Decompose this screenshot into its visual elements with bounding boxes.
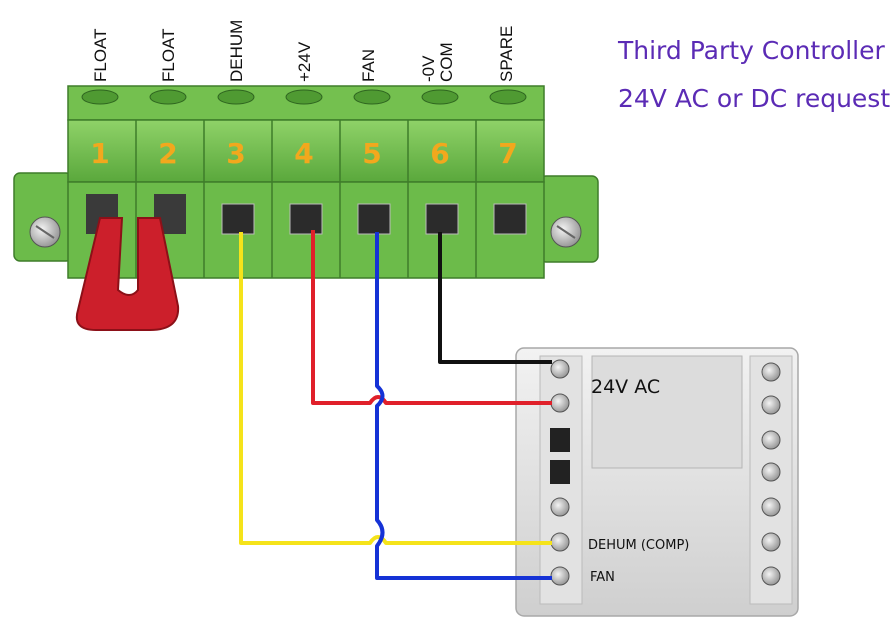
terminal-label-2: FLOAT [159, 28, 178, 82]
controller-label-area [591, 355, 743, 469]
screw-holes [81, 89, 527, 105]
terminal-label-5: FAN [359, 49, 378, 82]
terminal-label-3: DEHUM [227, 20, 246, 82]
terminal-number-2: 2 [158, 137, 177, 170]
wire-yellow-dehum [239, 232, 552, 545]
wire-black-com [438, 232, 552, 364]
controller-label-dehum: DEHUM (COMP) [588, 538, 689, 553]
controller-label-24vac: 24V AC [591, 376, 660, 398]
left-terminal-screws [539, 355, 583, 605]
title-line-1: Third Party Controller [618, 36, 885, 65]
right-terminal-screws [749, 355, 793, 605]
controller-label-fan: FAN [590, 570, 615, 585]
wire-blue-fan [375, 232, 552, 580]
terminal-labels: FLOAT FLOAT DEHUM +24V FAN -0V COM SPARE [91, 20, 516, 82]
terminal-number-4: 4 [294, 137, 313, 170]
terminal-label-6a: -0V [419, 55, 438, 82]
block-front [67, 119, 545, 183]
terminal-label-6b: COM [437, 42, 456, 82]
wire-openings [86, 194, 527, 235]
title-line-2: 24V AC or DC request [618, 84, 891, 113]
separators [135, 120, 477, 278]
wire-red-24v [311, 230, 552, 405]
jumper-1-2 [75, 217, 180, 331]
terminal-number-3: 3 [226, 137, 245, 170]
terminal-number-7: 7 [498, 137, 517, 170]
terminal-label-1: FLOAT [91, 28, 110, 82]
terminal-number-6: 6 [430, 137, 449, 170]
controller-box: 24V AC DEHUM (COMP) FAN [515, 347, 799, 617]
terminal-number-1: 1 [90, 137, 109, 170]
terminal-label-7: SPARE [497, 26, 516, 82]
terminal-number-5: 5 [362, 137, 381, 170]
terminal-label-4: +24V [295, 41, 314, 82]
